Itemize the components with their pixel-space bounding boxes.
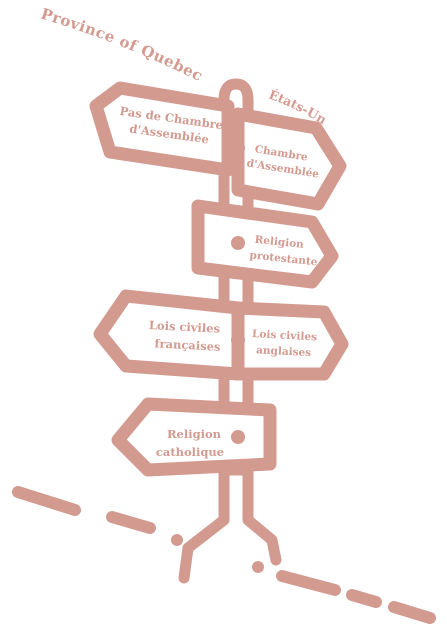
sign-2 [191,199,339,289]
sign-4 [111,397,277,477]
sign-3-right-line-1: Lois civiles [252,328,318,343]
sign-3-right-line-2: anglaises [256,344,312,359]
ground-line-right [252,561,436,624]
sign-3 [93,289,349,381]
sign-3-left-line-2: françaises [154,336,221,353]
sign-4-left-line-2: catholique [156,445,224,459]
sign-3-left-line-1: Lois civiles [149,318,221,336]
title-province: Province of Quebec [39,5,206,86]
signpost-roots [178,462,282,584]
sign-4-left-line-1: Religion [167,427,222,441]
sign-1 [89,81,347,211]
ground-line-left [12,486,183,546]
sign-2-right-line-1: Religion [254,234,305,251]
